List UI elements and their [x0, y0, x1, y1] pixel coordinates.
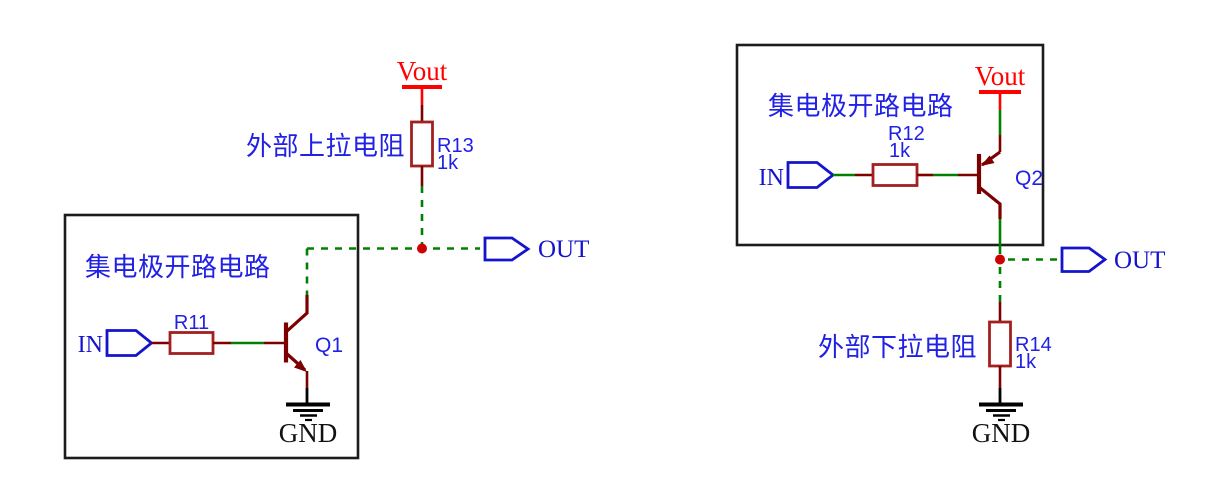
right-gnd-symbol-icon: [979, 402, 1023, 422]
left-circuit-title: 集电极开路电路: [85, 252, 271, 282]
left-transistor-ref: Q1: [315, 334, 343, 357]
right-base-resistor-ref: R12: [888, 123, 925, 145]
left-junction-dot: [417, 243, 427, 254]
left-transistor-emitter-arrow-icon: [294, 360, 307, 372]
left-out-port-icon: [483, 236, 531, 262]
right-out-port-icon: [1060, 246, 1108, 273]
right-in-port-icon: [786, 161, 836, 189]
left-pullup-resistor-ref: R13: [437, 135, 474, 157]
right-circuit-box: [735, 43, 1045, 247]
left-out-label: OUT: [538, 236, 589, 263]
right-pulldown-resistor-value: 1k: [1015, 351, 1037, 373]
right-out-label: OUT: [1114, 247, 1165, 274]
left-pullup-resistor-value: 1k: [437, 152, 459, 174]
right-circuit: 集电极开路电路 Vout Q2 IN R12 1k OUT R1: [735, 43, 1165, 448]
left-pullup-resistor-symbol: [410, 120, 434, 168]
right-transistor-emitter-arrow-icon: [981, 155, 995, 166]
right-in-label: IN: [759, 165, 784, 191]
left-gnd-symbol-icon: [286, 402, 330, 422]
left-in-label: IN: [78, 332, 103, 358]
right-vout-net-label: Vout: [975, 61, 1026, 91]
left-base-resistor-ref: R11: [174, 312, 209, 334]
right-base-resistor-symbol: [871, 163, 919, 187]
right-transistor-collector: [977, 185, 1002, 219]
right-pulldown-resistor-symbol: [988, 320, 1012, 368]
right-circuit-title: 集电极开路电路: [768, 91, 954, 121]
right-pulldown-annotation: 外部下拉电阻: [818, 332, 977, 362]
right-junction-dot: [995, 254, 1005, 265]
left-transistor-collector: [284, 295, 309, 334]
left-circuit: 集电极开路电路 Vout R13 1k 外部上拉电阻 IN R11 Q1: [63, 56, 589, 460]
left-pullup-annotation: 外部上拉电阻: [246, 131, 405, 161]
left-circuit-box: [63, 213, 360, 460]
right-gnd-label: GND: [972, 418, 1031, 448]
left-gnd-label: GND: [279, 418, 338, 448]
right-base-resistor-value: 1k: [889, 140, 911, 162]
left-base-resistor-symbol: [168, 331, 215, 355]
left-vout-net-label: Vout: [397, 56, 448, 86]
right-transistor-ref: Q2: [1015, 167, 1043, 190]
left-in-port-icon: [105, 329, 154, 357]
right-pulldown-resistor-ref: R14: [1015, 334, 1052, 356]
